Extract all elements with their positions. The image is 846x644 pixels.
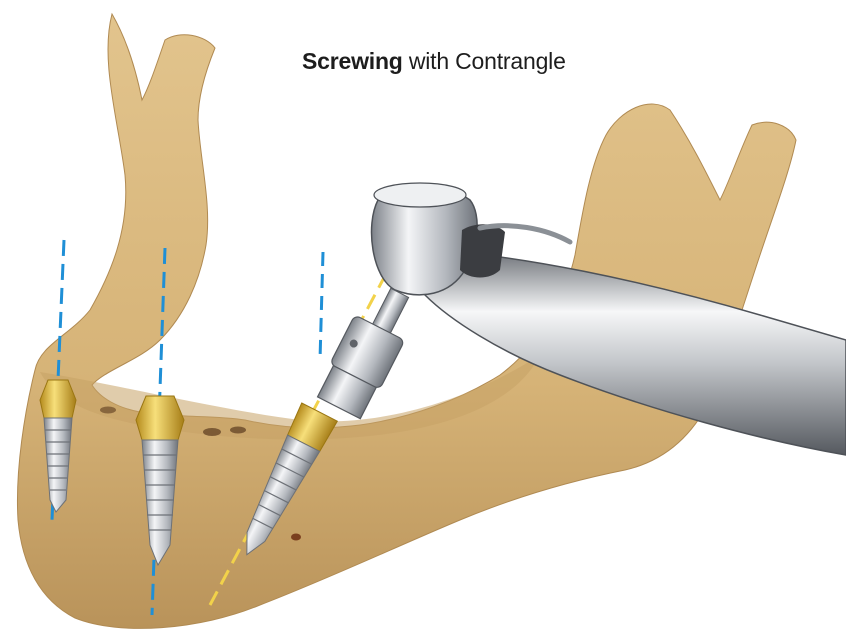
illustration [0,0,846,644]
